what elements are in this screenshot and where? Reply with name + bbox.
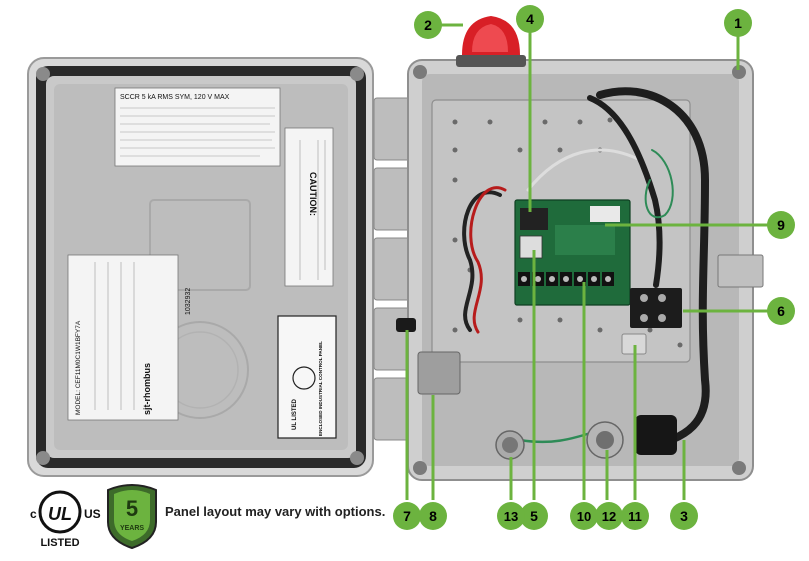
svg-text:5: 5 <box>530 508 538 524</box>
svg-text:ENCLOSED INDUSTRIAL CONTROL PA: ENCLOSED INDUSTRIAL CONTROL PANEL <box>318 341 323 436</box>
svg-text:CAUTION:: CAUTION: <box>308 172 318 216</box>
svg-text:8: 8 <box>429 508 437 524</box>
svg-text:6: 6 <box>777 303 785 319</box>
svg-text:12: 12 <box>602 509 616 524</box>
callout-1: 1 <box>724 9 752 37</box>
svg-text:1: 1 <box>734 15 742 31</box>
door-label-sccr: SCCR 5 kA RMS SYM, 120 V MAX <box>114 87 281 167</box>
callout-5: 5 <box>520 502 548 530</box>
door-latch-and-switch <box>396 318 461 395</box>
svg-text:4: 4 <box>526 11 534 27</box>
five-year-warranty-badge: 5 YEARS <box>107 484 157 550</box>
callout-6: 6 <box>767 297 795 325</box>
power-cord-plug <box>635 415 677 455</box>
svg-text:c: c <box>30 507 37 521</box>
svg-text:YEARS: YEARS <box>120 525 144 532</box>
svg-text:10: 10 <box>577 509 591 524</box>
svg-text:13: 13 <box>504 509 518 524</box>
callout-12: 12 <box>595 502 623 530</box>
layout-note: Panel layout may vary with options. <box>165 504 386 519</box>
side-bracket <box>717 254 764 288</box>
callout-8: 8 <box>419 502 447 530</box>
alarm-beacon <box>456 16 526 67</box>
wiring <box>462 87 710 452</box>
callout-9: 9 <box>767 211 795 239</box>
callout-4: 4 <box>516 5 544 33</box>
door-label-model: MODEL: CEF11M0C1W1BFY7A sjt-rhombus 1032… <box>67 254 192 421</box>
door-label-caution: CAUTION: <box>284 127 334 287</box>
svg-text:US: US <box>84 507 101 521</box>
callout-13: 13 <box>497 502 525 530</box>
svg-text:MODEL: CEF11M0C1W1BFY7A: MODEL: CEF11M0C1W1BFY7A <box>75 320 82 415</box>
circuit-board <box>514 199 631 306</box>
svg-text:3: 3 <box>680 508 688 524</box>
svg-text:LISTED: LISTED <box>40 537 79 549</box>
callout-2: 2 <box>414 11 442 39</box>
svg-text:9: 9 <box>777 217 785 233</box>
svg-text:UL LISTED: UL LISTED <box>292 398 298 430</box>
svg-text:5: 5 <box>126 496 138 521</box>
callout-badges: 1 2 3 4 5 6 7 8 <box>393 5 795 530</box>
ul-listed-logo: c UL US LISTED <box>30 490 101 549</box>
svg-text:7: 7 <box>403 508 411 524</box>
callout-leaders <box>405 22 781 500</box>
conduit-fittings <box>495 421 624 460</box>
callout-7: 7 <box>393 502 421 530</box>
svg-text:2: 2 <box>424 17 432 33</box>
terminal-block <box>630 288 682 328</box>
svg-text:SCCR 5 kA RMS SYM, 120 V MAX: SCCR 5 kA RMS SYM, 120 V MAX <box>120 94 230 101</box>
door-label-listing: UL LISTED ENCLOSED INDUSTRIAL CONTROL PA… <box>277 315 337 439</box>
svg-text:11: 11 <box>628 509 642 524</box>
svg-text:UL: UL <box>48 504 72 524</box>
svg-text:sjt-rhombus: sjt-rhombus <box>142 363 152 415</box>
callout-11: 11 <box>621 502 649 530</box>
callout-10: 10 <box>570 502 598 530</box>
svg-text:1032932: 1032932 <box>185 288 192 315</box>
callout-3: 3 <box>670 502 698 530</box>
